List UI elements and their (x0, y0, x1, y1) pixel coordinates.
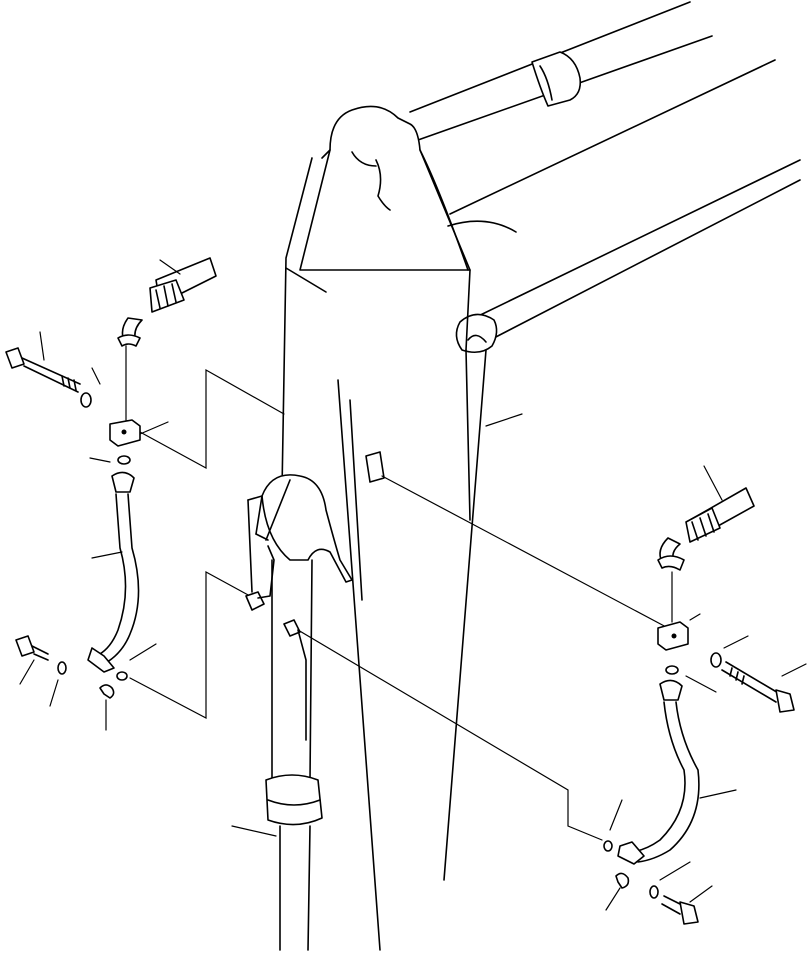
right-hose-assembly (232, 414, 806, 924)
left-hose-assembly (6, 258, 284, 730)
center-fittings (246, 452, 668, 840)
boom-structure (248, 2, 800, 950)
